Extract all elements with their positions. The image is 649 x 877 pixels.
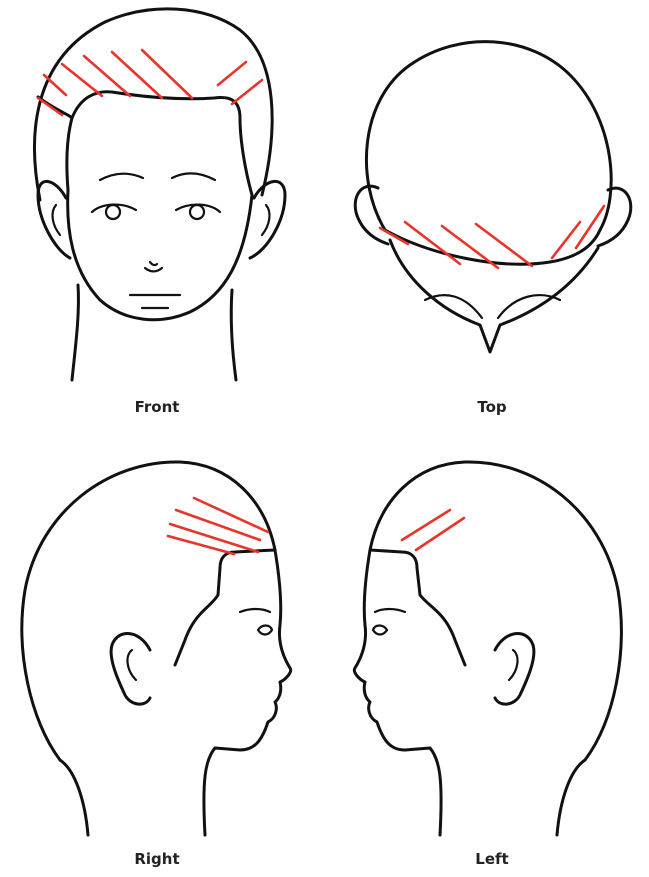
front-right-ear-inner bbox=[262, 205, 269, 235]
front-left-temple bbox=[67, 118, 72, 190]
left-eyebrow bbox=[375, 609, 405, 612]
left-neck-back bbox=[557, 760, 585, 835]
left-head-outline bbox=[370, 462, 621, 760]
front-view-label: Front bbox=[97, 398, 217, 416]
front-nose bbox=[145, 262, 162, 271]
front-left-ear-inner bbox=[53, 205, 60, 235]
front-left-pupil bbox=[106, 205, 120, 219]
left-head-drawing bbox=[330, 440, 649, 840]
right-hairline bbox=[175, 550, 275, 665]
left-ear-inner bbox=[509, 650, 518, 680]
front-right-ear bbox=[250, 181, 285, 258]
right-neck-back bbox=[60, 760, 88, 835]
top-head-drawing bbox=[330, 0, 649, 385]
front-neck-left bbox=[72, 285, 78, 380]
left-hairline-marks bbox=[402, 510, 464, 550]
front-hairline bbox=[38, 92, 252, 195]
front-right-eyebrow bbox=[172, 173, 215, 180]
top-view-panel bbox=[330, 0, 649, 385]
right-hairline-marks bbox=[168, 498, 268, 554]
left-ear bbox=[495, 634, 534, 705]
left-eye bbox=[373, 626, 387, 635]
top-hairline-marks bbox=[380, 206, 604, 268]
front-left-eyebrow bbox=[100, 174, 143, 180]
top-right-ear bbox=[598, 188, 631, 246]
left-hairline bbox=[370, 550, 465, 665]
right-ear-inner bbox=[127, 650, 136, 680]
right-eye bbox=[258, 626, 272, 635]
top-view-label: Top bbox=[432, 398, 552, 416]
front-right-pupil bbox=[190, 205, 204, 219]
right-head-outline bbox=[22, 462, 275, 760]
front-hairline-marks bbox=[38, 50, 262, 115]
right-view-label: Right bbox=[97, 850, 217, 868]
front-head-drawing bbox=[0, 0, 310, 385]
front-left-ear bbox=[38, 181, 70, 258]
left-view-panel bbox=[330, 440, 649, 840]
right-ear bbox=[111, 634, 150, 705]
front-view-panel bbox=[0, 0, 310, 385]
right-head-drawing bbox=[0, 440, 310, 840]
front-neck-right bbox=[231, 290, 236, 380]
top-skull-outline bbox=[366, 42, 611, 230]
left-view-label: Left bbox=[432, 850, 552, 868]
right-view-panel bbox=[0, 440, 310, 840]
right-eyebrow bbox=[240, 609, 270, 612]
left-face-profile bbox=[354, 550, 441, 835]
